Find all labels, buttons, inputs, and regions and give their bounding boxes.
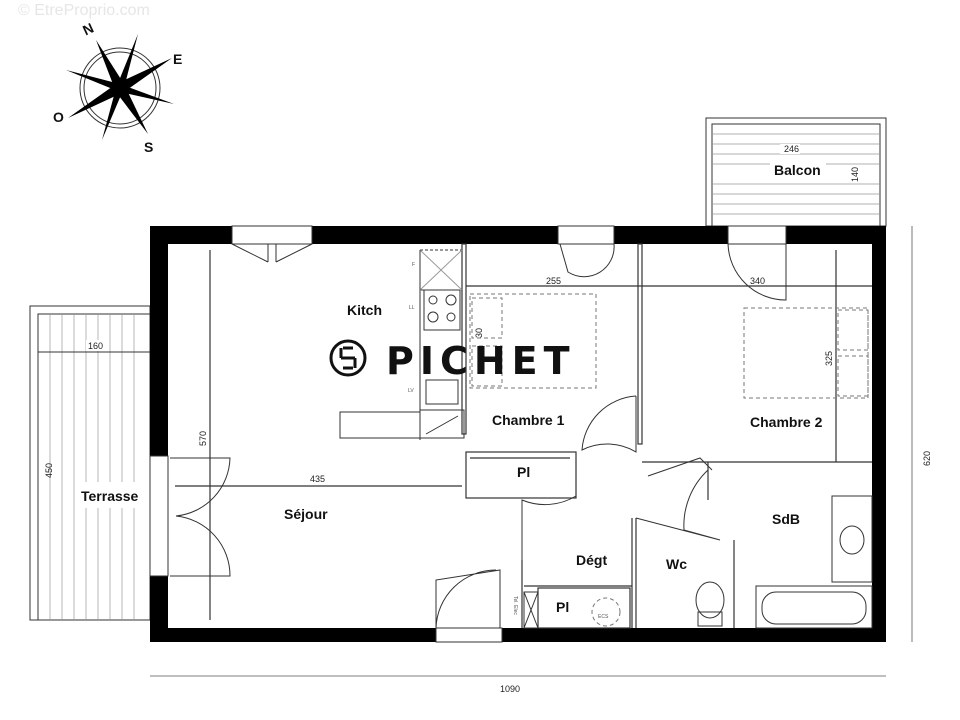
room-label-sejour: Séjour (284, 506, 328, 522)
terrasse-area (29, 305, 151, 621)
room-label-placard1: Pl (517, 464, 530, 480)
room-label-kitch: Kitch (347, 302, 382, 318)
pichet-logo: PICHET (329, 339, 576, 383)
exterior-walls (149, 225, 886, 643)
room-label-wc: Wc (666, 556, 687, 572)
watermark: © EtreProprio.com (18, 2, 150, 19)
dim-chambre1-width: 255 (546, 276, 561, 286)
interior-walls (175, 243, 872, 629)
dim-sejour-width: 435 (310, 474, 325, 484)
door-swings (170, 243, 787, 629)
fixture-fridge: F (412, 262, 415, 268)
dim-balcon-depth: 140 (850, 167, 860, 182)
room-label-chambre1: Chambre 1 (492, 412, 565, 428)
compass-o: O (53, 109, 64, 125)
dim-total-depth: 620 (922, 451, 932, 466)
overall-dimension-lines (150, 226, 913, 677)
dim-total-width: 1090 (500, 684, 520, 694)
svg-text:PICHET: PICHET (386, 339, 576, 383)
compass-e: E (173, 51, 182, 67)
dim-chambre2-depth: 325 (824, 351, 834, 366)
fixture-washer: LV (408, 388, 414, 394)
room-label-degt: Dégt (576, 552, 607, 568)
dim-terrasse-depth: 450 (44, 463, 54, 478)
furniture (469, 293, 873, 629)
room-label-sdb: SdB (772, 511, 800, 527)
room-label-placard2: Pl (556, 599, 569, 615)
kitchen-counter (339, 249, 465, 440)
dim-terrasse-width: 160 (88, 341, 103, 351)
room-label-balcon: Balcon (774, 162, 821, 178)
fixture-tel-elec: Tel. Elec (512, 596, 518, 615)
dim-balcon-width: 246 (784, 144, 799, 154)
compass-rose-icon (66, 34, 174, 140)
dim-sejour-depth: 570 (198, 431, 208, 446)
dim-chambre1-bed: 30 (474, 328, 484, 338)
dim-chambre2-width: 340 (750, 276, 765, 286)
fixture-water-heater: ECS (598, 614, 609, 620)
compass-s: S (144, 139, 153, 155)
fixture-dishwasher: LL (409, 305, 415, 311)
room-label-chambre2: Chambre 2 (750, 414, 823, 430)
compass-n: N (80, 20, 96, 39)
room-label-terrasse: Terrasse (81, 488, 139, 504)
